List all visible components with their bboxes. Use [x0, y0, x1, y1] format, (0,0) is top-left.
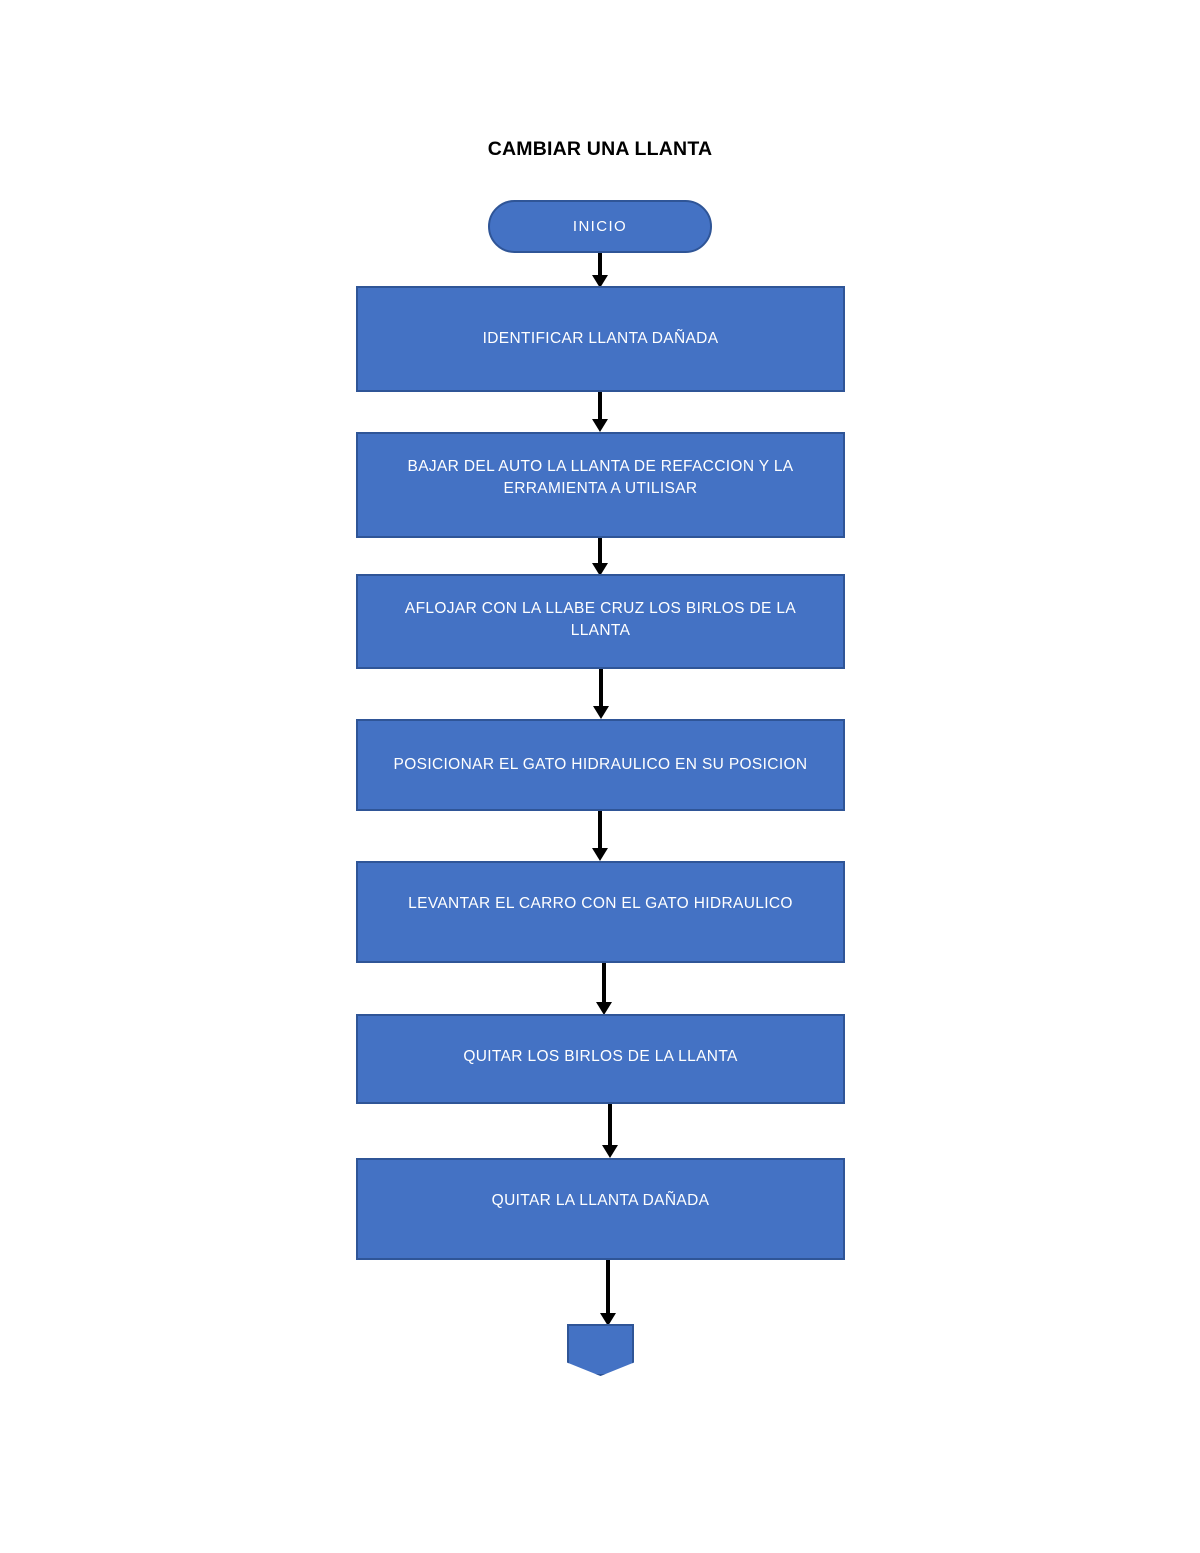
connector-line — [608, 1104, 612, 1145]
arrowhead-icon — [592, 848, 608, 861]
arrowhead-icon — [600, 1313, 616, 1326]
connector-line — [602, 963, 606, 1002]
connector-line — [606, 1260, 610, 1313]
flow-node-label: POSICIONAR EL GATO HIDRAULICO EN SU POSI… — [393, 756, 808, 773]
flow-node-label: IDENTIFICAR LLANTA DAÑADA — [482, 330, 719, 347]
flow-node-step-6[interactable]: QUITAR LOS BIRLOS DE LA LLANTA — [356, 1014, 845, 1104]
flow-node-label: INICIO — [572, 217, 628, 235]
arrowhead-icon — [592, 275, 608, 288]
flow-node-step-2[interactable]: BAJAR DEL AUTO LA LLANTA DE REFACCION Y … — [356, 432, 845, 538]
arrowhead-icon — [593, 706, 609, 719]
flow-node-step-1[interactable]: IDENTIFICAR LLANTA DAÑADA — [356, 286, 845, 392]
connector-line — [598, 253, 602, 275]
flow-node-inicio[interactable]: INICIO — [488, 200, 712, 253]
arrowhead-icon — [592, 563, 608, 576]
flow-node-label: AFLOJAR CON LA LLABE CRUZ LOS BIRLOS DE … — [404, 600, 797, 639]
connector-line — [598, 811, 602, 848]
flow-node-end-pentagon[interactable] — [567, 1324, 634, 1376]
flow-node-label: BAJAR DEL AUTO LA LLANTA DE REFACCION Y … — [407, 458, 794, 497]
arrowhead-icon — [592, 419, 608, 432]
flow-node-step-5[interactable]: LEVANTAR EL CARRO CON EL GATO HIDRAULICO — [356, 861, 845, 963]
flow-node-step-3[interactable]: AFLOJAR CON LA LLABE CRUZ LOS BIRLOS DE … — [356, 574, 845, 669]
connector-line — [598, 392, 602, 419]
flow-node-label: QUITAR LOS BIRLOS DE LA LLANTA — [463, 1048, 738, 1065]
flow-node-label: QUITAR LA LLANTA DAÑADA — [491, 1192, 710, 1209]
flow-node-step-7[interactable]: QUITAR LA LLANTA DAÑADA — [356, 1158, 845, 1260]
flow-node-label: LEVANTAR EL CARRO CON EL GATO HIDRAULICO — [408, 895, 793, 912]
flow-node-step-4[interactable]: POSICIONAR EL GATO HIDRAULICO EN SU POSI… — [356, 719, 845, 811]
page-title: CAMBIAR UNA LLANTA — [487, 138, 713, 160]
connector-line — [598, 538, 602, 563]
arrowhead-icon — [596, 1002, 612, 1015]
connector-line — [599, 669, 603, 706]
arrowhead-icon — [602, 1145, 618, 1158]
